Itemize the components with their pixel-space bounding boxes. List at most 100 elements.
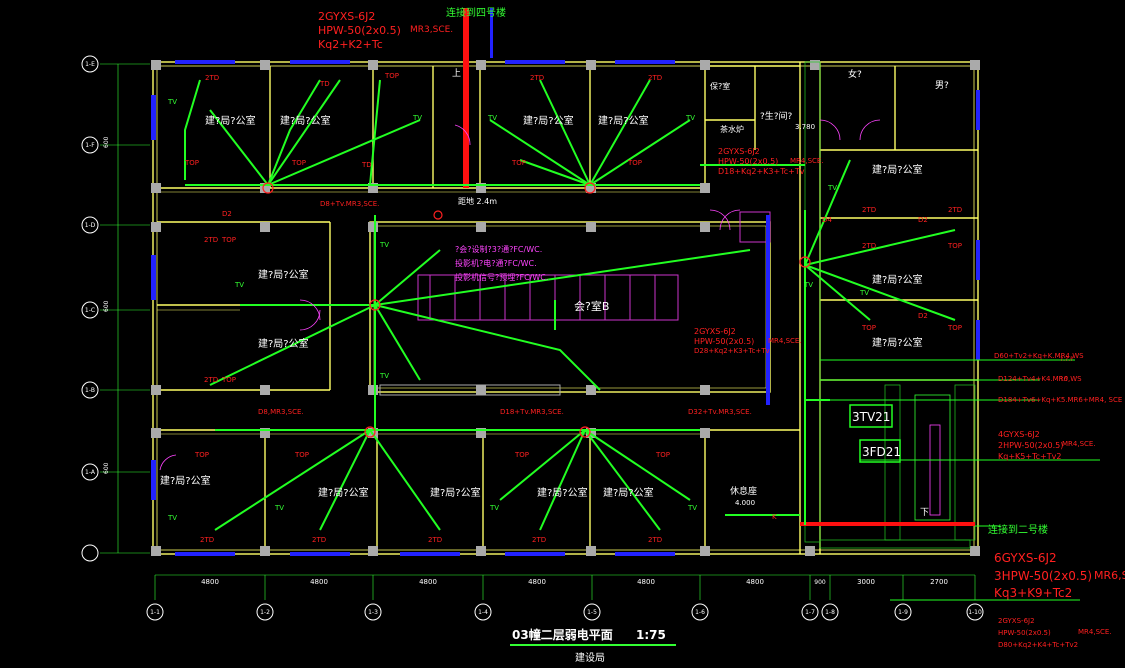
tag-top: TOP	[861, 324, 876, 332]
room-label-office: 建?局?公室	[872, 336, 923, 349]
axis-label-left: 1-C	[85, 307, 95, 314]
tag-td: TD	[361, 161, 372, 169]
room-label-male: 男?	[935, 80, 949, 91]
dim-left: 600	[103, 136, 110, 148]
elevation-mark: 4.000	[735, 499, 755, 507]
tag-top: TOP	[511, 159, 526, 167]
room-label-lounge: 休息座	[730, 485, 757, 497]
room-label-office: 建?局?公室	[205, 114, 256, 127]
tag-top: TOP	[655, 451, 670, 459]
riser-note: ?.?.?	[1060, 356, 1073, 363]
dim-bottom: 4800	[528, 578, 546, 586]
stair	[914, 394, 951, 521]
cable-run-note: D32+Tv.MR3,SCE.	[688, 408, 752, 416]
tag-td: 2TD	[862, 206, 876, 214]
tag-top: TOP	[194, 451, 209, 459]
riser-note: ?.?	[1060, 376, 1068, 383]
axis-label-left: 1-D	[85, 222, 96, 229]
cable-spec: 2GYXS-6J2	[318, 10, 375, 23]
tag-td: 2TD	[948, 206, 962, 214]
axis-bubbles-bottom	[146, 603, 984, 621]
room-label-office: 建?局?公室	[430, 486, 481, 499]
cable-spec: MR6,S	[1094, 569, 1125, 582]
axis-label-bottom: 1-10	[968, 609, 982, 616]
axis-label-bottom: 1-4	[478, 609, 488, 616]
dim-bottom: 3000	[857, 578, 875, 586]
tag-tv: TV	[803, 281, 813, 289]
tv-box-label: 3TV21	[852, 410, 890, 424]
axis-label-bottom: 1-8	[825, 609, 835, 616]
riser	[463, 8, 975, 526]
tag-tv: TV	[489, 504, 499, 512]
cable-run-note: D18+Tv.MR3,SCE.	[500, 408, 564, 416]
room-label-water: 茶水炉	[720, 124, 744, 134]
axis-label-bottom: 1-6	[695, 609, 705, 616]
cable-run-note: D8,MR3,SCE.	[258, 408, 304, 416]
tag-tv: TV	[274, 504, 284, 512]
dim-bottom: 900	[814, 579, 826, 586]
tag-d2: D2	[222, 210, 232, 218]
cable-spec: 2HPW-50(2x0.5)	[998, 441, 1063, 450]
dim-bottom: 4800	[419, 578, 437, 586]
axis-label-bottom: 1-5	[587, 609, 597, 616]
drawing-subtitle: 建设局	[575, 651, 605, 664]
cable-runs	[184, 79, 956, 531]
tag-top: TOP	[291, 159, 306, 167]
cable-spec: 3HPW-50(2x0.5)	[994, 569, 1092, 583]
cable-spec: 2GYXS-6J2	[694, 327, 736, 336]
room-label-office: 建?局?公室	[872, 273, 923, 286]
tag-tv: TV	[487, 114, 497, 122]
tag-d2: D2	[918, 216, 928, 224]
cable-spec: D18+Kq2+K3+Tc+Tv	[718, 167, 805, 176]
room-label-office: 建?局?公室	[258, 337, 309, 350]
equipment-boxes	[849, 404, 901, 463]
tag-td: TD	[319, 80, 330, 88]
cable-spec: MR4,SCE.	[1078, 628, 1112, 636]
fd-box-label: 3FD21	[862, 445, 901, 459]
tag-tv: TV	[687, 504, 697, 512]
room-label-boiler: ?生?间?	[760, 110, 793, 122]
axis-label-bottom: 1-7	[805, 609, 815, 616]
height-note: 距地 2.4m	[458, 196, 497, 206]
axis-label-left: 1-B	[85, 387, 95, 394]
dim-bottom: 4800	[201, 578, 219, 586]
room-label-office: 建?局?公室	[258, 268, 309, 281]
cable-spec: 6GYXS-6J2	[994, 551, 1057, 565]
tag-top: TOP	[184, 159, 199, 167]
cable-spec: Kq2+K2+Tc	[318, 38, 383, 51]
tag-tv: TV	[167, 98, 177, 106]
tag-top: TOP	[947, 242, 962, 250]
dim-bottom: 4800	[746, 578, 764, 586]
axis-bubbles-left	[81, 55, 99, 562]
tv-tags: TV TV TV TV TV TV TV TV TV TV TV TV TV T…	[167, 98, 869, 522]
drawing-title: 03幢二层弱电平面	[512, 627, 613, 642]
room-label-female: 女?	[848, 68, 862, 80]
cable-spec: 4GYXS-6J2	[998, 430, 1040, 439]
tag-tv: TV	[234, 281, 244, 289]
tag-top: TOP	[514, 451, 529, 459]
room-label-office: 建?局?公室	[598, 114, 649, 127]
tag-tv: TV	[685, 114, 695, 122]
cable-spec: D80+Kq2+K4+Tc+Tv2	[998, 641, 1078, 649]
tag-tv: TV	[167, 514, 177, 522]
axis-label-bottom: 1-1	[150, 609, 160, 616]
cable-spec: Kq+K5+Tc+Tv2	[998, 452, 1061, 461]
dim-bottom: 4800	[310, 578, 328, 586]
riser-note: D60+Tv2+Kq+K.MR4,WS	[994, 352, 1084, 360]
device-tags: 2TD TD TOP 2TD 2TD TOP TOP TD TOP TOP 2T…	[184, 72, 962, 544]
tag-top: TOP	[221, 236, 236, 244]
room-label-office: 建?局?公室	[160, 474, 211, 487]
meeting-note: ?会?设制?3?通?FC/WC.	[455, 244, 542, 254]
east-hatched-walls	[804, 61, 976, 549]
cable-spec: HPW-50(2x0.5)	[694, 337, 754, 346]
cable-spec: MR4,SCE.	[1062, 440, 1096, 448]
tag-td: 2TD	[648, 74, 662, 82]
tag-top: TOP	[947, 324, 962, 332]
cable-spec: MR4,SCE.	[790, 157, 824, 165]
link-note: 连接到四号楼	[446, 6, 506, 19]
tag-top: TOP	[294, 451, 309, 459]
door-swings	[159, 119, 881, 471]
room-label-cleaning: 保?室	[710, 81, 730, 91]
cable-spec: HPW-50(2x0.5)	[318, 24, 401, 37]
tag-d2: D2	[918, 312, 928, 320]
